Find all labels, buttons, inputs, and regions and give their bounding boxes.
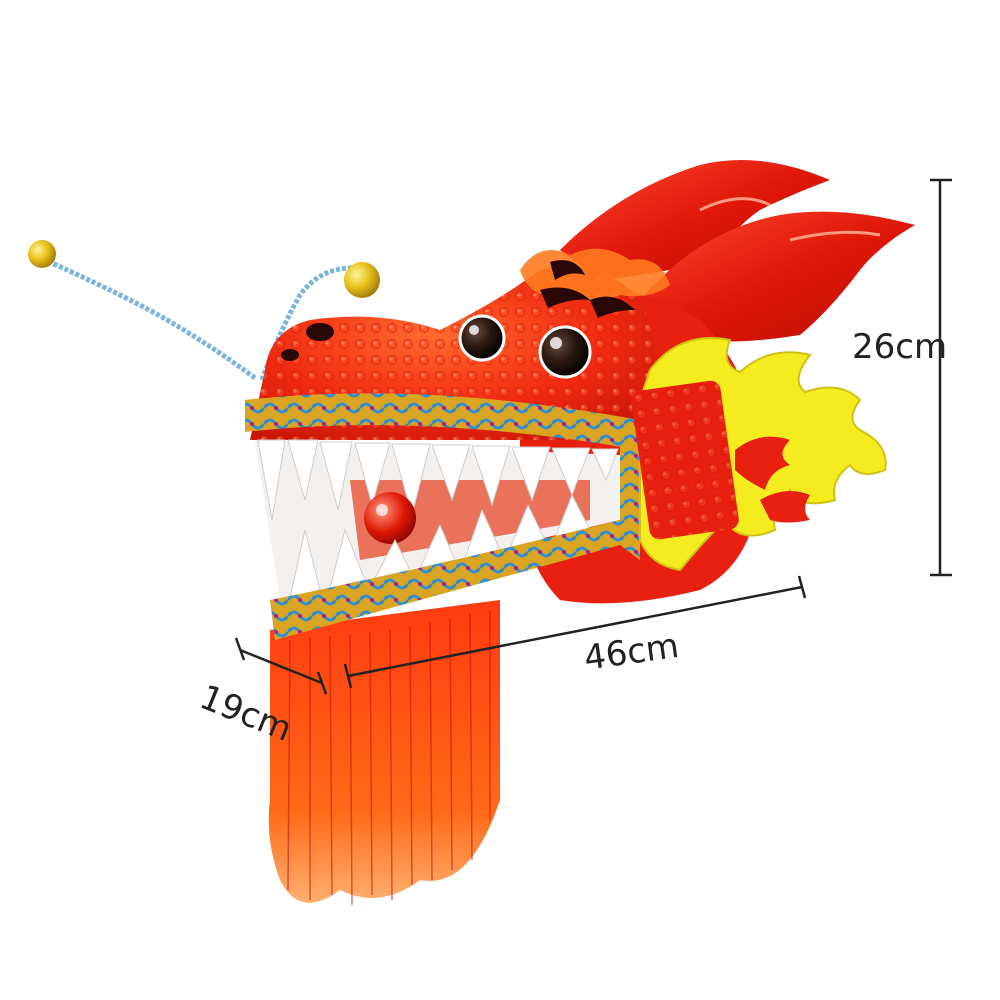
bell-icon — [344, 262, 380, 298]
eye-left — [458, 314, 506, 362]
dragon-pearl — [364, 492, 416, 544]
bell-icon — [28, 240, 56, 268]
lower-jaw — [270, 520, 620, 640]
dragon-horns — [560, 160, 915, 342]
eye-right — [538, 325, 592, 379]
dimension-height — [930, 178, 952, 577]
dragon-fringe — [268, 600, 500, 906]
height-label: 26cm — [852, 327, 948, 367]
upper-teeth — [257, 439, 619, 521]
nostril — [306, 323, 334, 341]
dimension-length — [343, 575, 807, 689]
nostril — [281, 349, 299, 361]
dimension-depth — [234, 637, 328, 695]
upper-trim — [245, 393, 640, 450]
cheek-flame — [631, 337, 887, 572]
eyebrow-marks — [540, 260, 635, 318]
whisker-left — [28, 240, 257, 381]
